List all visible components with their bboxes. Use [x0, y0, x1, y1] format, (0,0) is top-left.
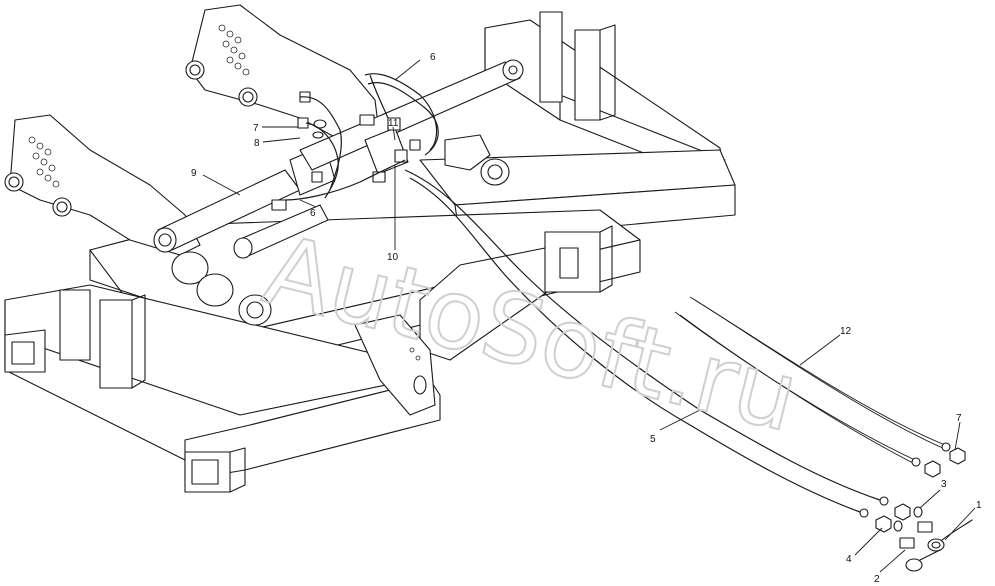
nut-4 [875, 503, 911, 533]
middle-transverse-beam [419, 225, 613, 361]
callout-4: 4 [846, 554, 852, 565]
short-hoses [284, 73, 439, 201]
callout-10: 10 [387, 252, 399, 263]
bracket-holes-rear [218, 24, 250, 76]
callout-1: 1 [976, 500, 982, 511]
front-side-plate [354, 314, 436, 416]
callout-2: 2 [874, 574, 880, 585]
cap-1 [905, 519, 973, 572]
callout-7-right: 7 [956, 413, 962, 424]
adapter-2 [899, 521, 933, 549]
callout-6-upper: 6 [430, 52, 436, 63]
callout-6-lower: 6 [310, 208, 316, 219]
o-ring-3 [893, 506, 923, 532]
callout-labels: 1 2 3 4 5 6 6 7 7 8 9 10 11 12 [191, 52, 982, 585]
callout-7-left: 7 [253, 123, 259, 134]
leader-lines [202, 59, 976, 573]
callout-12: 12 [840, 326, 852, 337]
rear-mount-bracket [185, 4, 381, 141]
nut-7 [924, 447, 966, 478]
pivot-hubs [171, 134, 510, 326]
loose-fittings [875, 447, 973, 572]
long-hoses-12 [674, 296, 951, 467]
callout-3: 3 [941, 479, 947, 490]
front-lower-beam [184, 379, 441, 493]
callout-8: 8 [254, 138, 260, 149]
bracket-holes-left [28, 136, 60, 188]
long-hoses-5 [404, 169, 889, 518]
callout-9: 9 [191, 168, 197, 179]
callout-11: 11 [388, 118, 399, 129]
callout-5: 5 [650, 434, 656, 445]
left-mount-bracket [4, 114, 201, 256]
rear-frame-beam [484, 11, 726, 186]
